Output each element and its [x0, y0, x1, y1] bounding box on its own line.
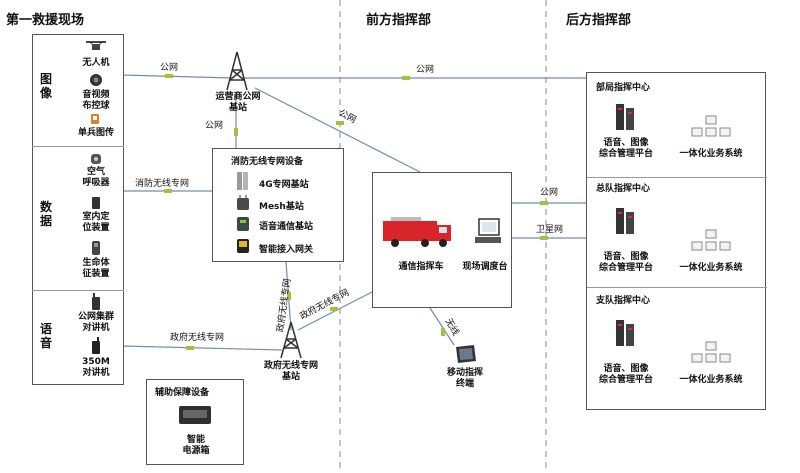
section-first-site: 第一救援现场: [6, 13, 85, 28]
link-gov-wireless-3: 政府无线专网: [170, 333, 225, 343]
air-breather-icon: [91, 154, 101, 164]
label-indoor-l2: 位装置: [82, 223, 110, 233]
mobile-l2: 终端: [455, 379, 474, 389]
link-public-2: 公网: [416, 65, 435, 75]
front-truck-label: 通信指挥车: [398, 262, 444, 272]
label-gov-l1: 政府无线专网: [263, 361, 318, 371]
public-network-radio-icon: [92, 293, 100, 310]
server-icon: [616, 208, 634, 234]
vital-signs-icon: [92, 241, 100, 255]
front-console-label: 现场调度台: [462, 262, 508, 272]
link-public-3: 公网: [205, 121, 224, 131]
center-1-system: 一体化业务系统: [679, 149, 743, 159]
label-single-soldier: 单兵图传: [77, 128, 114, 138]
label-air-l2: 呼吸器: [82, 178, 110, 188]
site-box: [32, 34, 124, 385]
section-front-command: 前方指挥部: [366, 13, 432, 28]
aux-title: 辅助保障设备: [155, 388, 210, 398]
gov-tower-icon: [280, 321, 302, 359]
fire-network-item-1: 4G专网基站: [259, 180, 309, 190]
single-soldier-icon: [91, 114, 99, 124]
label-vital-l1: 生命体: [82, 258, 110, 268]
cluster-icon: [691, 341, 731, 363]
center-2-platform-l2: 综合管理平台: [598, 263, 653, 273]
center-3-title: 支队指挥中心: [596, 296, 651, 306]
server-icon: [616, 320, 634, 346]
rear-divider-1: [587, 177, 767, 178]
center-2-platform-l1: 语音、图像: [603, 252, 649, 262]
link-public-5: 公网: [540, 188, 559, 198]
operator-tower-icon: [226, 51, 248, 91]
cluster-icon: [691, 229, 731, 251]
label-pnc-l2: 对讲机: [82, 323, 110, 333]
label-air-l1: 空气: [86, 167, 105, 177]
label-vital-l2: 征装置: [82, 269, 110, 279]
site-divider-2: [32, 290, 124, 291]
fire-network-box: 消防无线专网设备 4G专网基站 Mesh基站 语音通信基站 智能接入网关: [212, 148, 344, 262]
indoor-positioning-icon: [92, 197, 100, 209]
center-1-platform-l2: 综合管理平台: [598, 149, 653, 159]
power-box-icon: [179, 406, 211, 424]
group-data: 数据: [39, 200, 52, 228]
label-operator-l1: 运营商公网: [215, 92, 261, 102]
aux-item-l2: 电源箱: [182, 446, 210, 456]
group-image: 图像: [39, 72, 52, 100]
fire-network-item-3: 语音通信基站: [259, 222, 314, 232]
label-indoor-l1: 室内定: [82, 212, 110, 222]
radio-350m-icon: [92, 337, 100, 354]
center-3-system: 一体化业务系统: [679, 375, 743, 385]
aux-box: 辅助保障设备 智能 电源箱: [146, 379, 244, 465]
fire-truck-icon: [383, 217, 451, 247]
camera-ball-icon: [90, 74, 102, 86]
label-av-l2: 布控球: [82, 101, 110, 111]
center-3-platform-l1: 语音、图像: [603, 364, 649, 374]
rear-command-box: [586, 72, 767, 410]
label-pnc-l1: 公网集群: [77, 312, 114, 322]
center-2-system: 一体化业务系统: [679, 263, 743, 273]
link-public-1: 公网: [160, 63, 179, 73]
label-350m-l2: 对讲机: [82, 368, 110, 378]
console-icon: [475, 218, 501, 243]
section-rear-command: 后方指挥部: [566, 13, 632, 28]
link-fire-wireless: 消防无线专网: [135, 179, 190, 189]
label-operator-l2: 基站: [228, 103, 247, 113]
voice-station-icon: [237, 217, 249, 231]
center-2-title: 总队指挥中心: [596, 184, 651, 194]
center-1-title: 部局指挥中心: [596, 83, 651, 93]
mesh-station-icon: [237, 195, 249, 210]
mobile-l1: 移动指挥: [446, 368, 483, 378]
label-350m-l1: 350M: [82, 357, 110, 367]
label-gov-l2: 基站: [281, 372, 300, 382]
group-voice: 语音: [39, 322, 52, 350]
server-icon: [616, 104, 634, 130]
front-command-box: 通信指挥车 现场调度台: [372, 172, 512, 308]
fire-network-item-4: 智能接入网关: [259, 245, 314, 255]
aux-item-l1: 智能: [186, 435, 205, 445]
drone-icon: [86, 41, 106, 50]
fire-network-item-2: Mesh基站: [259, 202, 304, 212]
center-3-platform-l2: 综合管理平台: [598, 375, 653, 385]
link-satellite: 卫星网: [536, 225, 564, 235]
fire-network-title: 消防无线专网设备: [231, 157, 304, 167]
mobile-terminal-icon: [456, 345, 476, 363]
cluster-icon: [691, 115, 731, 137]
center-1-platform-l1: 语音、图像: [603, 138, 649, 148]
site-divider-1: [32, 146, 124, 147]
label-av-l1: 音视频: [82, 90, 110, 100]
rear-divider-2: [587, 287, 767, 288]
gateway-icon: [237, 239, 249, 253]
label-drone: 无人机: [82, 58, 110, 68]
lte-station-icon: [237, 172, 248, 190]
